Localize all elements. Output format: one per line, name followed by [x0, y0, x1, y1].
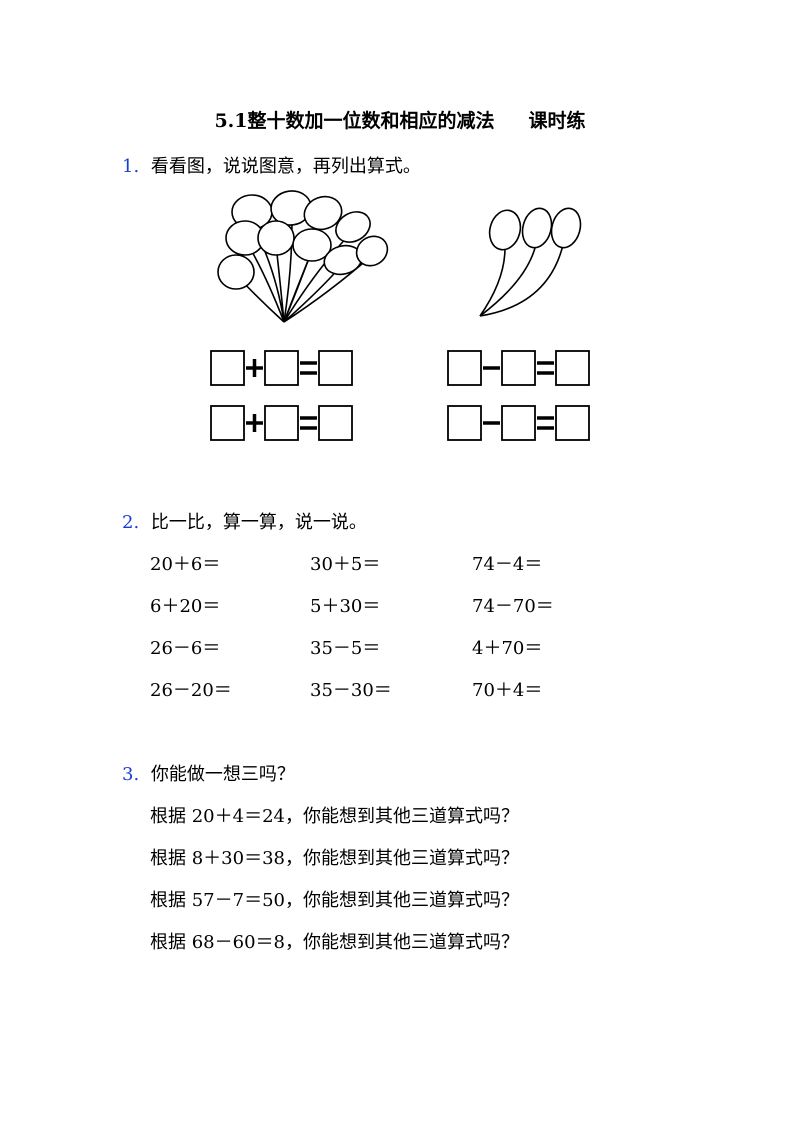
answer-box[interactable]: [264, 350, 299, 386]
question-2-number: 2.: [122, 512, 140, 533]
balloon: [257, 220, 295, 256]
question-3-prompt: 你能做一想三吗？: [150, 764, 295, 785]
question-3-heading: 3. 你能做一想三吗？: [122, 760, 295, 786]
question-1-prompt: 看看图，说说图意，再列出算式。: [150, 156, 421, 177]
question-1-number: 1.: [122, 156, 140, 177]
expression: 26－6＝: [150, 638, 221, 659]
balloon: [217, 254, 255, 290]
balloon: [355, 235, 389, 267]
page-title: 5.1整十数加一位数和相应的减法 课时练: [0, 106, 800, 133]
question-2-prompt: 比一比，算一算，说一说。: [150, 512, 367, 533]
balloon-bunch-left: [217, 190, 389, 323]
equals-sign: [537, 361, 554, 375]
answer-box[interactable]: [318, 350, 353, 386]
balloon: [335, 211, 371, 243]
question-3-line: 根据 20＋4＝24，你能想到其他三道算式吗？: [150, 806, 519, 827]
title-main: 5.1整十数加一位数和相应的减法: [214, 110, 495, 132]
expression: 6＋20＝: [150, 596, 221, 617]
equals-sign: [537, 416, 554, 430]
expression: 30＋5＝: [310, 554, 381, 575]
expression: 5＋30＝: [310, 596, 381, 617]
answer-box[interactable]: [447, 405, 482, 441]
balloon: [303, 195, 343, 231]
expression: 20＋6＝: [150, 554, 221, 575]
expression: 26－20＝: [150, 680, 232, 701]
expression: 35－5＝: [310, 638, 381, 659]
equals-sign: [300, 361, 317, 375]
question-3-line: 根据 57－7＝50，你能想到其他三道算式吗？: [150, 890, 519, 911]
question-2-heading: 2. 比一比，算一算，说一说。: [122, 508, 367, 534]
plus-sign: [246, 414, 263, 432]
question-3-line: 根据 8＋30＝38，你能想到其他三道算式吗？: [150, 848, 519, 869]
answer-box[interactable]: [264, 405, 299, 441]
balloon: [550, 207, 582, 249]
question-1-heading: 1. 看看图，说说图意，再列出算式。: [122, 152, 421, 178]
expression: 35－30＝: [310, 680, 392, 701]
answer-box[interactable]: [210, 405, 245, 441]
answer-box[interactable]: [318, 405, 353, 441]
title-suffix: 课时练: [528, 110, 586, 132]
equals-sign: [300, 416, 317, 430]
question-3-line: 根据 68－60＝8，你能想到其他三道算式吗？: [150, 932, 519, 953]
expression: 74－4＝: [472, 554, 543, 575]
expression: 74－70＝: [472, 596, 554, 617]
balloon: [488, 209, 522, 251]
balloon: [292, 228, 332, 262]
expression: 4＋70＝: [472, 638, 543, 659]
answer-box[interactable]: [210, 350, 245, 386]
answer-box[interactable]: [447, 350, 482, 386]
answer-box[interactable]: [501, 405, 536, 441]
plus-sign: [246, 359, 263, 377]
balloon-bunch-right: [479, 207, 582, 317]
expression: 70＋4＝: [472, 680, 543, 701]
question-3-number: 3.: [122, 764, 140, 785]
answer-box[interactable]: [555, 405, 590, 441]
answer-box[interactable]: [501, 350, 536, 386]
balloon: [521, 207, 553, 249]
question-1-figure: [210, 190, 590, 441]
answer-box[interactable]: [555, 350, 590, 386]
